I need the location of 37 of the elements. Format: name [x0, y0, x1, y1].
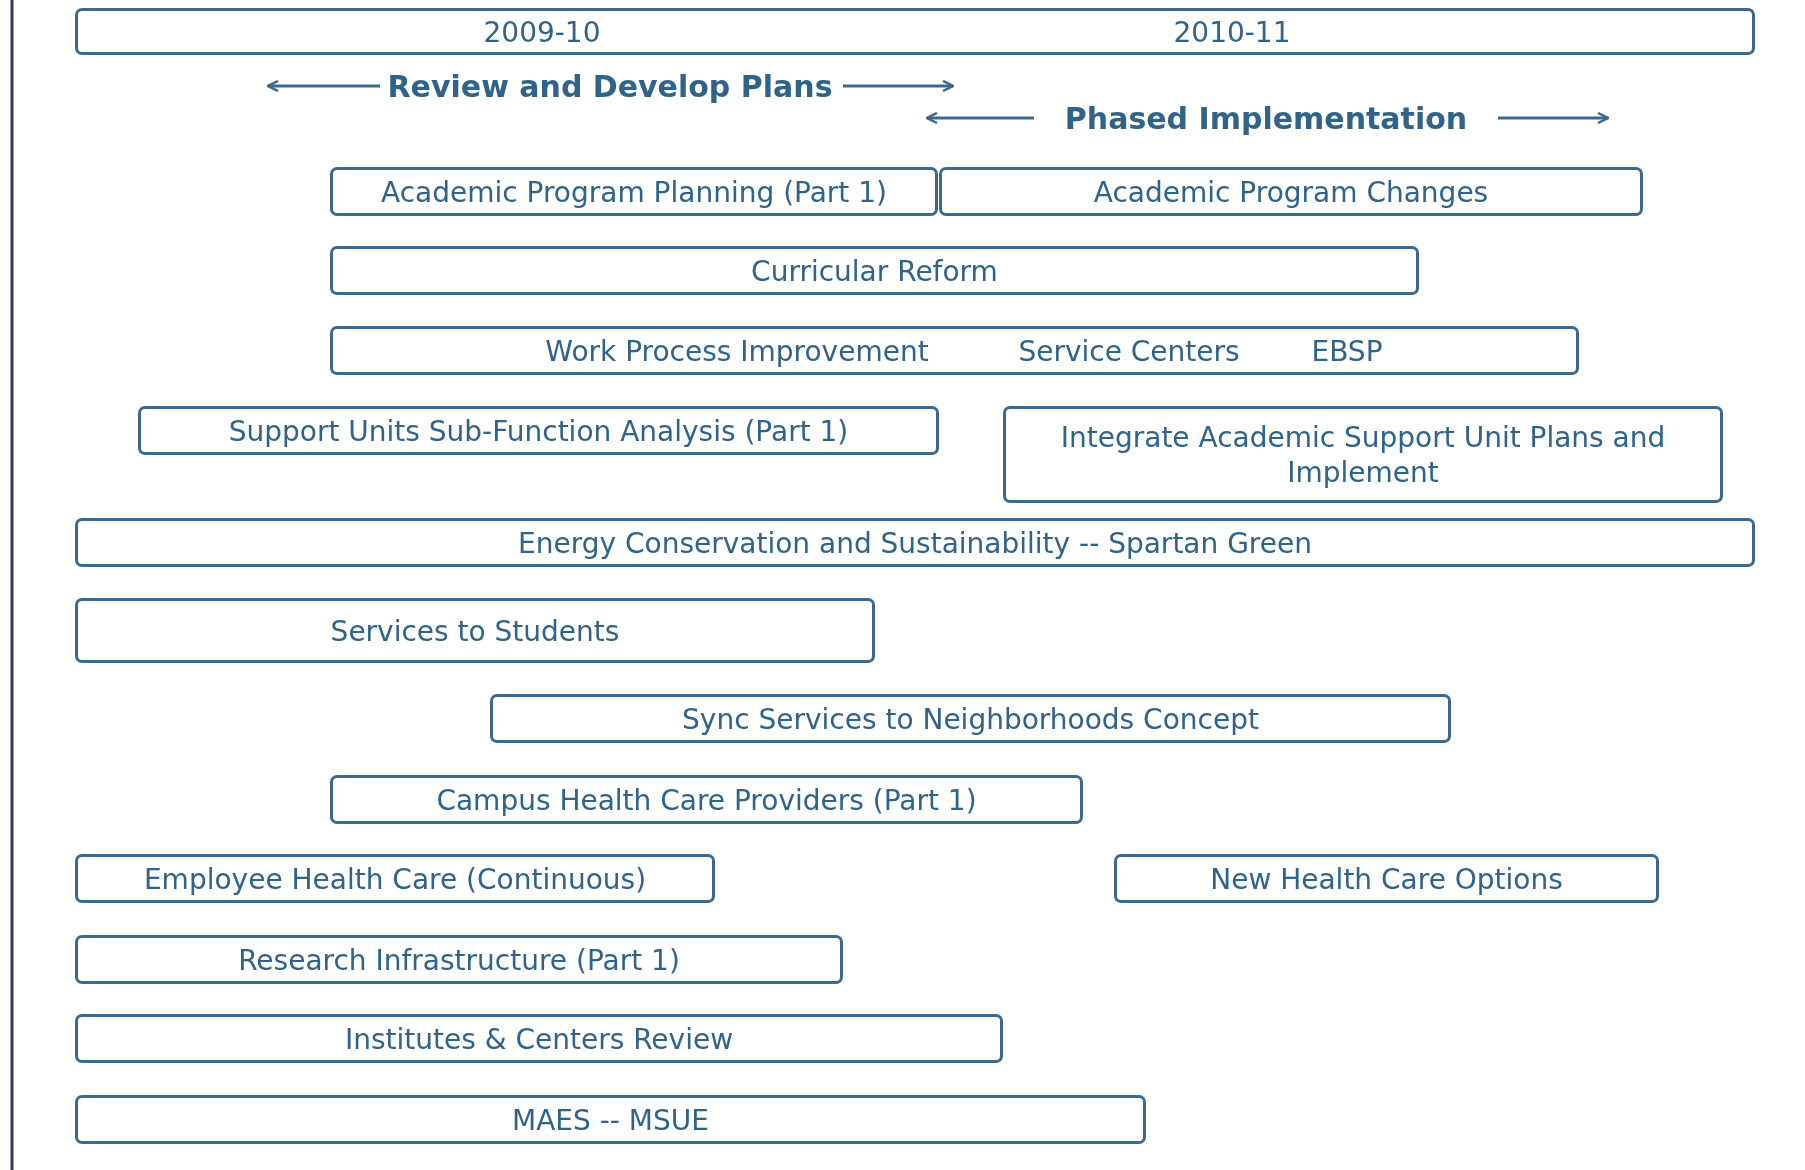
- task-label: Energy Conservation and Sustainability -- Spartan Green: [518, 525, 1312, 560]
- task-label: New Health Care Options: [1210, 861, 1563, 896]
- phase-label: Review and Develop Plans: [387, 68, 833, 104]
- task-bar: [75, 1014, 1003, 1063]
- task-label: Sync Services to Neighborhoods Concept: [682, 701, 1259, 736]
- task-bar: [1114, 854, 1659, 903]
- task-label: Research Infrastructure (Part 1): [238, 942, 680, 977]
- task-bar: [75, 598, 875, 663]
- phase-label: Phased Implementation: [1064, 100, 1468, 136]
- year-label: 2009-10: [483, 14, 601, 49]
- task-label: Support Units Sub-Function Analysis (Part 1): [228, 413, 849, 448]
- task-bar: [330, 246, 1419, 295]
- task-bar: [138, 406, 939, 455]
- task-label: Institutes & Centers Review: [344, 1021, 734, 1056]
- task-label: Campus Health Care Providers (Part 1): [436, 782, 977, 817]
- task-bar: [330, 775, 1083, 824]
- task-bar: [490, 694, 1451, 743]
- task-label: Academic Program Changes: [1093, 174, 1489, 209]
- task-label: Work Process Improvement: [545, 333, 929, 368]
- task-bar: [75, 1095, 1146, 1144]
- task-bar: [1003, 406, 1723, 503]
- task-label: Academic Program Planning (Part 1): [381, 174, 887, 209]
- year-label: 2010-11: [1173, 14, 1291, 49]
- task-label: Service Centers: [1018, 333, 1240, 368]
- task-bar: [75, 8, 1755, 55]
- task-label: Employee Health Care (Continuous): [143, 861, 647, 896]
- task-label: Integrate Academic Support Unit Plans and Implement: [1059, 419, 1667, 490]
- task-label: MAES -- MSUE: [512, 1102, 709, 1137]
- task-bar: [75, 518, 1755, 567]
- task-label: Curricular Reform: [751, 253, 998, 288]
- task-bar: [75, 935, 843, 984]
- task-bar: [939, 167, 1643, 216]
- task-label: Services to Students: [330, 613, 620, 648]
- task-label: EBSP: [1311, 333, 1383, 368]
- task-bar: [330, 167, 938, 216]
- task-bar: [75, 854, 715, 903]
- task-bar: [330, 326, 1579, 375]
